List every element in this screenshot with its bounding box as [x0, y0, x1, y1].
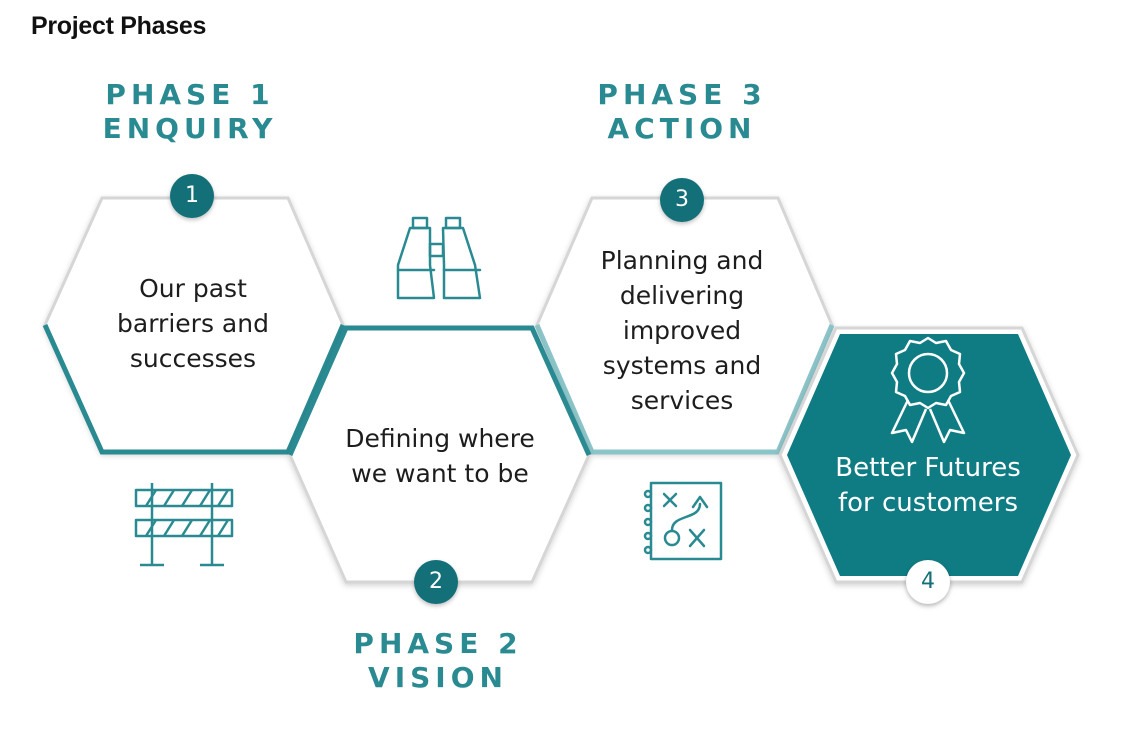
phase-1-label-line1: PHASE 1	[105, 78, 275, 111]
phase-3-text-line: systems and	[602, 351, 762, 380]
phase-2-label-line1: PHASE 2	[353, 627, 523, 660]
phase-1-text-line: Our past	[139, 274, 247, 303]
phase-2-hexagon	[287, 325, 592, 584]
phase-3-text-line: Planning and	[600, 246, 764, 275]
phase-3-label-line1: PHASE 3	[597, 78, 767, 111]
phase-1-text-line: successes	[129, 344, 257, 373]
award-ribbon-icon	[890, 336, 966, 444]
phase-1-label-line2: ENQUIRY	[102, 112, 278, 145]
phase-3-hexagon	[534, 196, 835, 455]
phase-1-text-line: barriers and	[117, 309, 269, 338]
phase-2-label: PHASE 2 VISION	[288, 627, 588, 695]
phase-3-text-line: delivering	[619, 281, 745, 310]
phase-4-number-badge: 4	[906, 560, 950, 604]
phase-4-description: Better Futures for customers	[800, 451, 1056, 521]
phase-1-description: Our past barriers and successes	[88, 271, 298, 376]
phase-4-text-line: for customers	[838, 488, 1018, 518]
phase-2-label-line2: VISION	[368, 661, 508, 694]
phase-1-label: PHASE 1 ENQUIRY	[40, 78, 340, 146]
phase-3-label: PHASE 3 ACTION	[532, 78, 832, 146]
phase-2-number-badge: 2	[414, 560, 458, 604]
phase-3-label-line2: ACTION	[607, 112, 757, 145]
roadblock-icon	[134, 483, 234, 567]
phase-1-number-badge: 1	[170, 174, 214, 218]
phase-4-hexagon	[778, 326, 1080, 584]
phase-1-hexagon	[42, 196, 346, 455]
phase-3-description: Planning and delivering improved systems…	[566, 243, 798, 418]
phase-3-text-line: improved	[622, 316, 742, 345]
phase-3-text-line: services	[630, 386, 734, 415]
strategy-plan-icon	[643, 481, 723, 561]
page-title: Project Phases	[31, 12, 207, 40]
binoculars-icon	[396, 216, 482, 300]
phase-2-text-line: Defining where	[345, 424, 535, 453]
phase-2-description: Defining where we want to be	[320, 421, 560, 491]
phase-4-text-line: Better Futures	[835, 453, 1021, 483]
phase-2-text-line: we want to be	[351, 459, 529, 488]
phase-3-number-badge: 3	[660, 178, 704, 222]
